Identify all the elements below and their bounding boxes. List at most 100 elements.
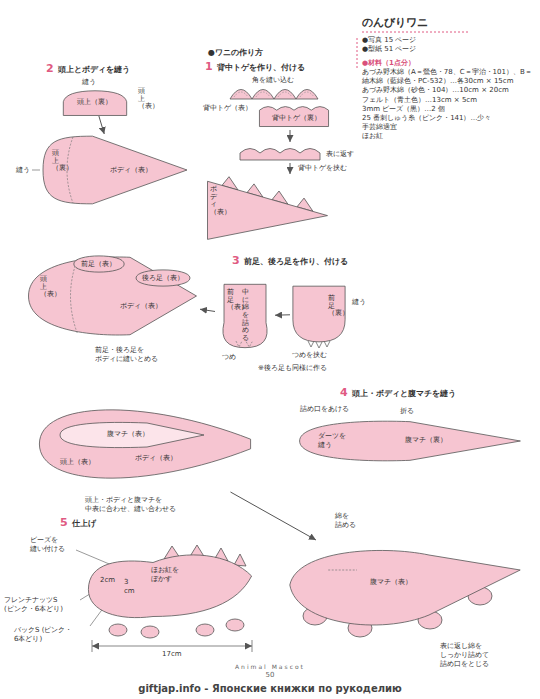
foot <box>226 619 244 631</box>
material-item: ほお紅 <box>362 132 534 141</box>
part-label: 腹マチ（表） <box>370 578 412 587</box>
stitch-line <box>234 92 314 97</box>
shape-outline <box>205 176 330 242</box>
step-arrow <box>275 314 290 315</box>
section-heading: ●材料（1点分） <box>362 59 534 68</box>
part-label: ボディ（表） <box>210 186 217 217</box>
piece-outline <box>60 422 204 447</box>
part-label: 背中トゲ（裏） <box>272 114 321 123</box>
foot-piece: 前足（裏） <box>290 285 348 343</box>
part-label: ボディ（表） <box>135 454 177 463</box>
material-item: フェルト（青土色）…13cm × 5cm <box>362 96 534 105</box>
material-item: 手芸綿適宜 <box>362 123 534 132</box>
part-label: ボディ（表） <box>110 166 152 175</box>
piece-outline <box>300 421 521 461</box>
dimension: 3 cm <box>124 578 136 596</box>
seam-line <box>67 137 73 203</box>
step-heading: 前足、後ろ足を作り、付ける <box>244 257 348 267</box>
body-assembly: ボディ（表） 腹マチ（表） <box>35 396 255 492</box>
part-note: 表に返し綿を しっかり詰めて 詰め口をとじる <box>440 642 504 668</box>
part-note: つめを挟む <box>292 351 327 360</box>
piece-outline <box>88 555 251 618</box>
part-note: 折る <box>400 407 414 416</box>
head-piece: 頭上（裏） <box>62 90 128 116</box>
material-item: 3mm ビーズ（黒）…2 個 <box>362 105 534 114</box>
step-heading: 仕上げ <box>72 519 96 529</box>
belly-gusset: 腹マチ（表） <box>57 420 207 450</box>
piece-outline <box>43 136 187 204</box>
section-heading: ●ワニの作り方 <box>208 48 263 58</box>
step-arrow <box>290 130 291 142</box>
part-label: 前足（表） <box>227 289 234 312</box>
step-arrow <box>230 492 315 540</box>
part-note: 表に返す <box>326 150 354 159</box>
leader-line <box>32 170 40 171</box>
part-name: 頭上（表） <box>138 88 145 111</box>
back-foot: 後ろ足（表） <box>133 266 193 290</box>
page-title: のんびりワニ <box>362 16 428 30</box>
part-note: 頭上・ボディと腹マチを 中表に合わせ、縫い合わせる <box>85 496 205 514</box>
step-heading: 頭上・ボディと腹マチを縫う <box>352 389 456 399</box>
material-item: 25 番刺しゅう糸（ピンク・141）…少々 <box>362 114 534 123</box>
piece-outline <box>136 270 190 286</box>
dimension-line <box>92 646 252 647</box>
step-arrow <box>99 116 104 134</box>
materials-list: ●写真 15 ページ●型紙 51 ページ ●材料（1点分）あづみ野木綿（A＝鶯色・… <box>362 36 534 141</box>
foot <box>196 624 214 636</box>
note: ●写真 15 ページ <box>362 36 534 45</box>
part-name: 背中トゲ（表） <box>203 104 252 113</box>
materials-rule <box>357 38 358 70</box>
flipped-strip <box>240 149 320 161</box>
part-name: 頭上（表） <box>40 276 47 299</box>
part-note: 詰め口をあける <box>300 405 349 414</box>
material-item: あづみ野木綿（A＝鶯色・78、C＝宇治・101）、B＝紬木綿（藍緑色・PC-53… <box>362 68 534 86</box>
page-number: 50 <box>0 671 540 680</box>
part-note: ※後ろ足も同様に作る <box>258 364 327 373</box>
foot <box>141 626 159 638</box>
shape-outline <box>85 540 255 630</box>
step-heading: 背中トゲを作り、付ける <box>217 63 305 73</box>
stitch-note: バックS (ピンク・6本どり) <box>14 626 88 644</box>
dimension: 2cm <box>100 576 115 585</box>
part-note: 前足・後ろ足を ボディに縫いとめる <box>95 346 165 364</box>
body-piece: ボディ（表） <box>40 134 190 206</box>
note: ●型紙 51 ページ <box>362 45 534 54</box>
step-number: 3 <box>232 254 240 268</box>
part-label: 前足（表） <box>81 260 116 269</box>
part-note: 背中トゲを挟む <box>298 164 347 173</box>
piece-outline <box>293 286 345 342</box>
seam-line <box>328 570 357 571</box>
part-note: 縫う <box>16 166 30 175</box>
seam-line <box>71 259 78 334</box>
crocodile-body: 腹マチ（表） <box>285 540 525 640</box>
step-arrow <box>200 309 215 311</box>
part-note: 縫う <box>82 78 96 87</box>
step-number: 4 <box>340 386 348 400</box>
watermark: giftjap.info - Японские книжки по рукоде… <box>0 683 540 696</box>
part-label: ほお紅を ぼかす <box>151 566 183 584</box>
part-label: ボディ（表） <box>120 302 162 311</box>
material-item: あづみ野木綿（砂色・104）…10cm × 20cm <box>362 86 534 95</box>
part-name: つめ <box>222 353 236 362</box>
leader-line <box>76 550 114 566</box>
part-note: ビーズを 縫い付ける <box>30 536 74 554</box>
spike-strip <box>230 90 318 100</box>
part-label: 頭上（裏） <box>77 98 112 107</box>
foot <box>109 624 127 636</box>
title-rule <box>362 32 470 33</box>
part-name: 頭上（裏） <box>52 150 59 173</box>
part-note: 角を縫い込む <box>252 76 294 85</box>
shape-outline <box>290 285 348 343</box>
part-name: 頭上（表） <box>60 458 95 467</box>
part-note: ダーツを 縫う <box>318 432 350 450</box>
part-label: 腹マチ（表） <box>107 430 149 439</box>
foot-piece: 前足（表）中に綿を詰める <box>215 283 275 349</box>
step-number: 1 <box>205 60 213 74</box>
part-label: 腹マチ（裏） <box>405 436 447 445</box>
footer-text: Animal Mascot <box>0 663 540 671</box>
part-label: 前足（裏） <box>328 295 335 318</box>
step-number: 2 <box>46 62 54 76</box>
part-note: 縫う <box>352 298 366 307</box>
stitch-note: フレンチナッツS (ピンク・6本どり) <box>4 596 80 614</box>
